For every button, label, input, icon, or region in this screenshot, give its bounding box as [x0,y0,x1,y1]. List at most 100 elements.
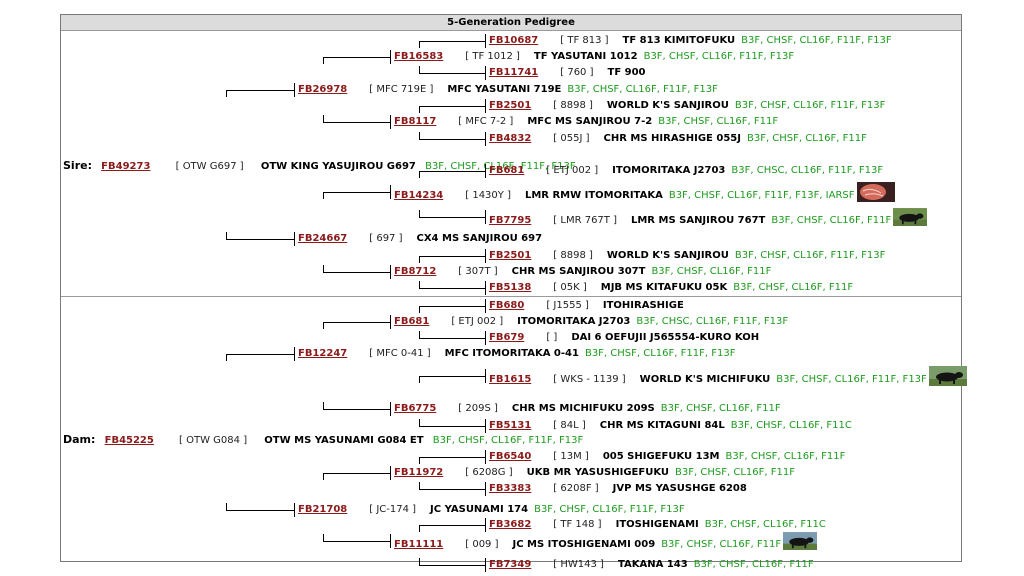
ancestor-id-link[interactable]: FB2501 [489,100,532,111]
pedigree-connector [419,558,486,572]
ancestor-code: [ 009 ] [465,539,499,550]
ancestor-name: ITOMORITAKA J2703 [517,316,631,327]
ancestor-code: [ 8898 ] [553,100,593,111]
ancestor-code: [ 84L ] [553,420,586,431]
ancestor-traits: B3F, CHSF, CL16F, F11F, F13F [567,84,718,95]
ancestor-name: ITOSHIGENAMI [615,519,699,530]
ancestor-id-link[interactable]: FB680 [489,300,525,311]
ancestor-id-link[interactable]: FB8117 [394,116,437,127]
ancestor-name: UKB MR YASUSHIGEFUKU [526,467,670,478]
pedigree-connector [226,232,295,246]
ancestor-code: [ TF 813 ] [560,35,609,46]
ancestor-id-link[interactable]: FB681 [489,165,525,176]
ancestor-id-link[interactable]: FB14234 [394,190,444,201]
ancestor-id-link[interactable]: FB5138 [489,282,532,293]
ancestor-id-link[interactable]: FB21708 [298,504,348,515]
pedigree-connector [419,450,486,464]
ancestor-id-link[interactable]: FB8712 [394,266,437,277]
ancestor-id-link[interactable]: FB679 [489,332,525,343]
dam-code: [ OTW G084 ] [179,435,248,446]
pedigree-title: 5-Generation Pedigree [61,15,961,31]
ancestor-traits: B3F, CHSF, CL16F, F11F [771,215,892,226]
ancestor-name: JC YASUNAMI 174 [430,504,529,515]
ancestor-code: [ 6208F ] [553,483,599,494]
ancestor-code: [ MFC 7-2 ] [458,116,514,127]
pedigree-connector [419,66,486,80]
ancestor-traits: B3F, CHSF, CL16F, F11F [661,539,782,550]
sire-dam-divider [61,296,961,297]
sire-id-link[interactable]: FB49273 [101,161,151,172]
ancestor-code: [ ETJ 002 ] [451,316,504,327]
ancestor-id-link[interactable]: FB6540 [489,451,532,462]
pedigree-connector [419,132,486,146]
ancestor-id-link[interactable]: FB12247 [298,348,348,359]
ancestor-id-link[interactable]: FB11111 [394,539,444,550]
ancestor-code: [ JC-174 ] [369,504,417,515]
dam-id-link[interactable]: FB45225 [104,435,154,446]
pedigree-connector [419,164,486,178]
pedigree-connector [323,185,391,199]
ancestor-code: [ TF 1012 ] [465,51,520,62]
ancestor-id-link[interactable]: FB5131 [489,420,532,431]
ancestor-name: TF YASUTANI 1012 [533,51,638,62]
ancestor-code: [ WKS - 1139 ] [553,374,626,385]
ancestor-traits: B3F, CHSC, CL16F, F11F, F13F [636,316,789,327]
ancestor-traits: B3F, CHSF, CL16F, F11F, F13F [534,504,685,515]
ancestor-traits: B3F, CHSF, CL16F, F11F, F13F [741,35,892,46]
ancestor-id-link[interactable]: FB681 [394,316,430,327]
ancestor-name: MFC ITOMORITAKA 0-41 [444,348,579,359]
ancestor-code: [ 055J ] [553,133,590,144]
ancestor-traits: B3F, CHSF, CL16F, F11C [730,420,852,431]
ancestor-code: [ 697 ] [369,233,403,244]
ancestor-name: JVP MS YASUSHGE 6208 [612,483,747,494]
ancestor-id-link[interactable]: FB10687 [489,35,539,46]
ancestor-id-link[interactable]: FB7795 [489,215,532,226]
ancestor-name: LMR MS SANJIROU 767T [630,215,766,226]
ancestor-id-link[interactable]: FB26978 [298,84,348,95]
ancestor-code: [ MFC 0-41 ] [369,348,431,359]
dam-label: Dam: [63,433,96,446]
ancestor-code: [ 307T ] [458,266,498,277]
pedigree-connector [323,466,391,480]
sire-code: [ OTW G697 ] [175,161,244,172]
ancestor-code: [ LMR 767T ] [553,215,617,226]
ancestor-traits: B3F, CHSF, CL16F, F11F, F13F [584,348,736,359]
pedigree-connector [419,419,486,433]
ancestor-id-link[interactable]: FB11972 [394,467,444,478]
ancestor-traits: B3F, CHSF, CL16F, F11F [651,266,772,277]
ancestor-id-link[interactable]: FB3682 [489,519,532,530]
ancestor-id-link[interactable]: FB2501 [489,250,532,261]
ancestor-name: TAKANA 143 [617,559,688,570]
ancestor-id-link[interactable]: FB3383 [489,483,532,494]
pedigree-connector [323,50,391,64]
ancestor-id-link[interactable]: FB1615 [489,374,532,385]
pedigree-connector [226,83,295,97]
ancestor-id-link[interactable]: FB16583 [394,51,444,62]
ancestor-name: WORLD K'S MICHIFUKU [639,374,771,385]
ancestor-name: CHR MS SANJIROU 307T [511,266,646,277]
ancestor-traits: B3F, CHSF, CL16F, F11F [693,559,814,570]
carcass-photo-icon[interactable] [856,182,895,202]
ancestor-name: WORLD K'S SANJIROU [606,250,729,261]
ancestor-code: [ 05K ] [553,282,587,293]
ancestor-id-link[interactable]: FB7349 [489,559,532,570]
pedigree-connector [226,347,295,361]
pedigree-connector [419,369,486,383]
ancestor-id-link[interactable]: FB11741 [489,67,539,78]
ancestor-code: [ HW143 ] [553,559,604,570]
ancestor-id-link[interactable]: FB6775 [394,403,437,414]
cow-photo-icon[interactable] [783,531,818,551]
ancestor-code: [ ETJ 002 ] [546,165,599,176]
ancestor-id-link[interactable]: FB4832 [489,133,532,144]
pedigree-connector [323,534,391,548]
ancestor-id-link[interactable]: FB24667 [298,233,348,244]
cow-photo-icon[interactable] [928,366,967,386]
cow-photo-icon[interactable] [893,207,928,227]
pedigree-connector [419,210,486,224]
ancestor-name: MFC YASUTANI 719E [447,84,562,95]
ancestor-code: [ 6208G ] [465,467,513,478]
ancestor-name: 005 SHIGEFUKU 13M [602,451,720,462]
ancestor-name: CHR MS KITAGUNI 84L [599,420,725,431]
ancestor-name: TF 813 KIMITOFUKU [622,35,736,46]
ancestor-traits: B3F, CHSC, CL16F, F11F, F13F [731,165,884,176]
